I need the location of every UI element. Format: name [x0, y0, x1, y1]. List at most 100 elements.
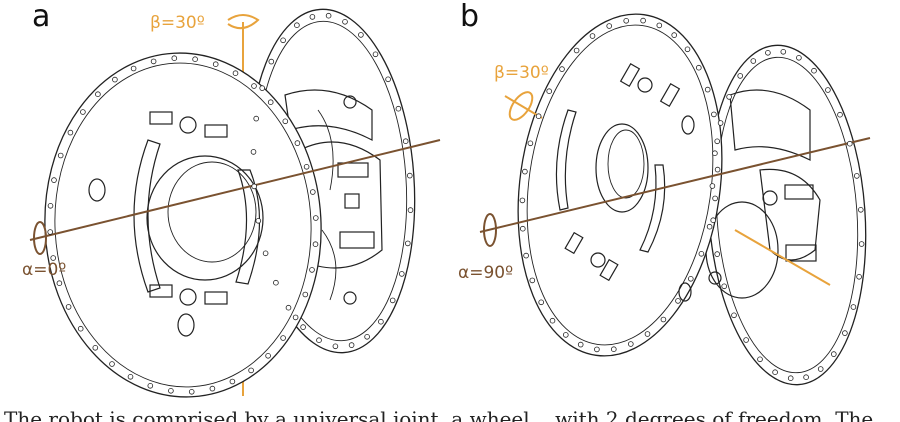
rim-hole — [780, 48, 787, 55]
rim-hole — [675, 298, 681, 304]
rim-hole — [282, 118, 289, 125]
rim-hole — [150, 58, 157, 65]
rim-hole — [687, 275, 694, 282]
rim-hole — [627, 341, 634, 347]
rim-hole — [577, 341, 584, 348]
rim-hole — [671, 32, 677, 38]
rim-hole — [229, 378, 236, 385]
rim-hole — [109, 361, 115, 367]
panel-b-back-disc — [707, 44, 867, 386]
rim-hole — [402, 138, 409, 145]
rim-hole — [522, 168, 528, 175]
rim-hole — [610, 346, 617, 353]
panel-b-alpha-rotation-icon — [483, 213, 497, 247]
panel-b-letter: b — [460, 0, 479, 34]
rim-hole — [656, 22, 663, 29]
rim-hole — [267, 99, 274, 105]
rim-hole — [523, 252, 529, 259]
panel-b-beta-rotation-icon — [508, 91, 534, 121]
rim-hole — [660, 316, 667, 323]
rim-hole — [825, 87, 831, 93]
panel-b-beta-axis-stub — [504, 95, 543, 119]
rim-hole — [573, 47, 580, 54]
rim-hole — [309, 14, 316, 20]
panel-a-alpha-axis — [29, 139, 441, 241]
rim-hole — [640, 17, 646, 24]
rim-hole — [589, 33, 596, 39]
rim-hole — [303, 164, 310, 170]
rim-hole — [209, 385, 216, 392]
rim-hole — [709, 183, 716, 189]
rim-hole — [65, 304, 72, 310]
rim-hole — [364, 333, 370, 340]
rim-hole — [857, 207, 864, 213]
panel-a: a β=30º — [22, 0, 441, 398]
panel-a-beta-rotation-icon — [227, 14, 260, 30]
rim-hole — [704, 86, 711, 93]
rim-hole — [294, 140, 301, 146]
rim-hole — [292, 314, 299, 321]
rim-hole — [398, 271, 405, 277]
rim-hole — [389, 297, 396, 304]
rim-hole — [312, 241, 319, 248]
rim-hole — [358, 32, 364, 38]
rim-hole — [259, 85, 266, 91]
rim-hole — [168, 387, 174, 394]
panel-b-front-disc — [517, 13, 723, 357]
rim-hole — [623, 17, 629, 24]
rim-hole — [853, 173, 860, 179]
rim-hole — [406, 172, 413, 179]
rim-holes — [47, 12, 865, 395]
rim-hole — [51, 177, 57, 183]
rim-hole — [856, 273, 862, 280]
rim-hole — [130, 65, 137, 72]
rim-hole — [80, 109, 86, 115]
rim-hole — [858, 241, 865, 247]
rim-hole — [56, 280, 63, 287]
rim-hole — [250, 149, 257, 155]
rim-hole — [757, 356, 763, 363]
rim-hole — [342, 18, 348, 25]
rim-hole — [846, 140, 853, 147]
rim-hole — [710, 217, 716, 224]
rim-hole — [529, 277, 536, 284]
rim-hole — [562, 332, 569, 338]
rim-hole — [549, 317, 556, 324]
rim-hole — [171, 55, 178, 61]
rim-hole — [378, 318, 384, 325]
figure-caption: The robot is comprised by a universal jo… — [4, 407, 874, 422]
rim-hole — [67, 129, 74, 136]
rim-hole — [232, 70, 239, 76]
rim-hole — [731, 312, 737, 319]
rim-hole — [262, 250, 269, 257]
rim-hole — [95, 91, 101, 97]
rim-hole — [519, 197, 526, 204]
rim-hole — [714, 166, 721, 173]
rim-hole — [251, 83, 257, 89]
rim-hole — [57, 152, 64, 159]
panel-b: b — [458, 0, 871, 386]
rim-hole — [726, 94, 732, 100]
rim-hole — [743, 337, 749, 343]
rim-hole — [302, 291, 309, 298]
rim-hole — [527, 140, 534, 147]
rim-hole — [706, 223, 713, 230]
rim-hole — [538, 299, 544, 306]
panel-a-universal-joint — [284, 89, 383, 305]
rim-hole — [385, 76, 391, 83]
rim-hole — [332, 343, 339, 350]
rim-hole — [312, 215, 319, 221]
rim-hole — [255, 218, 262, 224]
rim-hole — [325, 12, 332, 19]
rim-hole — [112, 76, 118, 83]
rim-hole — [711, 111, 717, 118]
panel-a-letter: a — [32, 0, 50, 34]
panel-a-beta-label: β=30º — [150, 13, 205, 33]
rim-hole — [127, 373, 134, 380]
rim-hole — [594, 346, 600, 353]
rim-hole — [695, 64, 702, 71]
rim-hole — [717, 120, 724, 126]
rim-hole — [268, 58, 275, 65]
rim-hole — [772, 369, 778, 376]
